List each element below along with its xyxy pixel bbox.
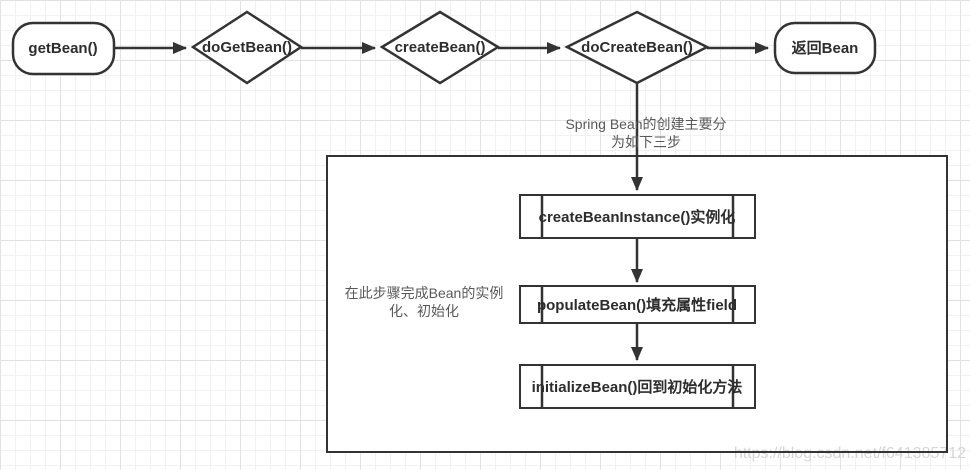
step-create-bean-instance: createBeanInstance()实例化 — [519, 194, 756, 239]
node-label: doCreateBean() — [581, 39, 693, 56]
spring-note-line2: 为如下三步 — [611, 134, 681, 150]
step-initialize-bean: initializeBean()回到初始化方法 — [519, 364, 756, 409]
node-create-bean: createBean() — [379, 10, 501, 85]
node-do-get-bean: doGetBean() — [190, 10, 304, 85]
spring-note: Spring Bean的创建主要分 为如下三步 — [565, 116, 726, 150]
node-return-bean: 返回Bean — [773, 21, 877, 75]
watermark-url: https://blog.csdn.net/f641385712 — [734, 445, 966, 462]
node-get-bean: getBean() — [11, 21, 116, 76]
container-note-line1: 在此步骤完成Bean的实例 — [345, 285, 504, 301]
decision-shape — [564, 10, 710, 85]
step-label: createBeanInstance()实例化 — [539, 208, 736, 226]
container-note-line2: 化、初始化 — [389, 303, 459, 319]
process-shape — [519, 194, 756, 239]
node-label: getBean() — [28, 40, 97, 57]
node-label: doGetBean() — [202, 39, 292, 56]
step-populate-bean: populateBean()填充属性field — [519, 285, 756, 324]
process-shape — [519, 285, 756, 324]
terminator-shape — [773, 21, 877, 75]
process-shape — [519, 364, 756, 409]
decision-shape — [190, 10, 304, 85]
node-do-create-bean: doCreateBean() — [564, 10, 710, 85]
decision-shape — [379, 10, 501, 85]
spring-note-line1: Spring Bean的创建主要分 — [565, 116, 726, 132]
container-note: 在此步骤完成Bean的实例 化、初始化 — [345, 285, 504, 319]
node-label: createBean() — [395, 39, 486, 56]
terminator-shape — [11, 21, 116, 76]
step-label: populateBean()填充属性field — [537, 296, 737, 314]
node-label: 返回Bean — [792, 39, 859, 57]
step-label: initializeBean()回到初始化方法 — [532, 378, 743, 396]
